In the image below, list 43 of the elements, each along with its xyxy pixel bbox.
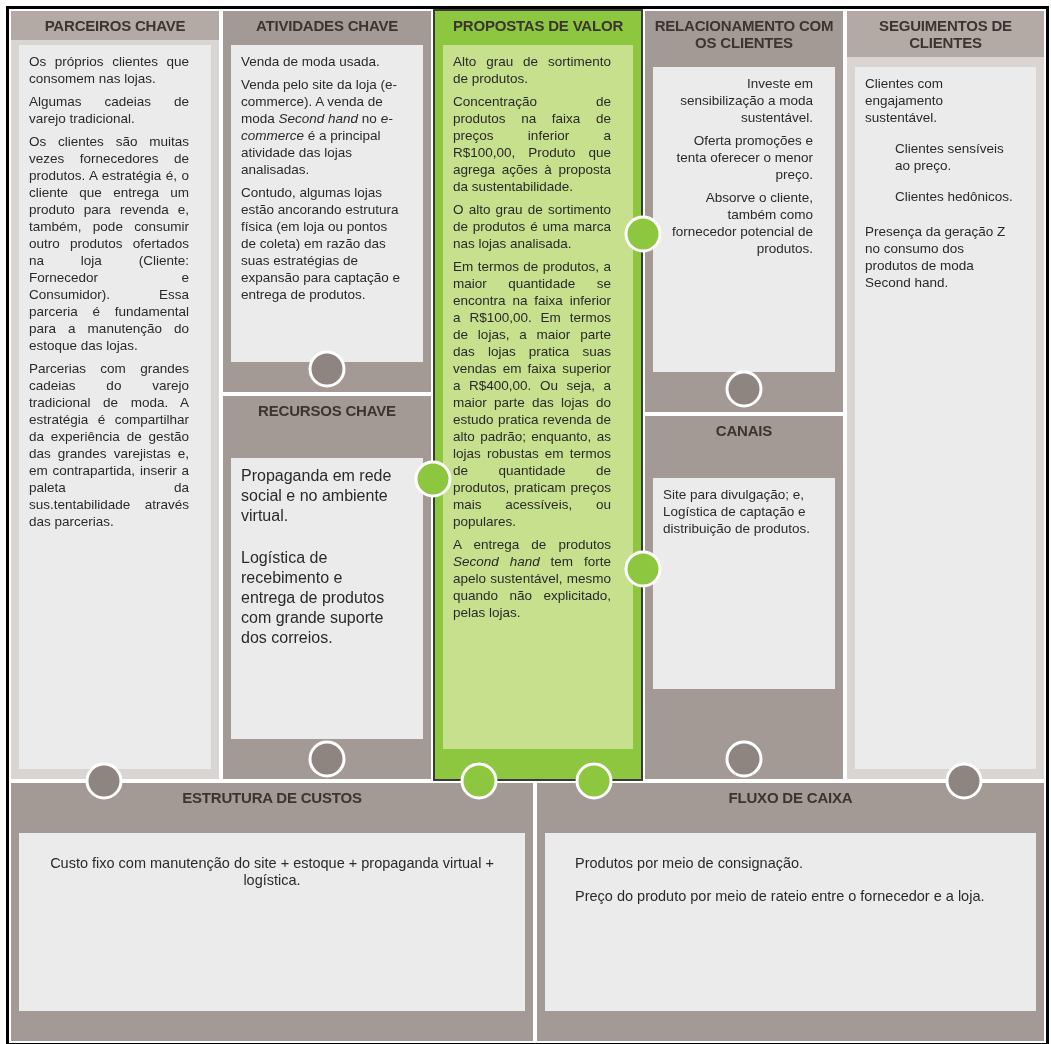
block-text: Preço do produto por meio de rateio entre o fornecedor e a loja. — [575, 888, 986, 905]
block-heading: ESTRUTURA DE CUSTOS — [181, 788, 363, 808]
block-text: Clientes com engajamento sustentável. — [865, 75, 945, 126]
canvas-block — [433, 9, 643, 781]
block-text: Presença da geração Z no consumo dos produtos de moda Second hand. — [865, 223, 1007, 291]
block-text: Produtos por meio de consignação. — [575, 855, 805, 872]
block-heading: RECURSOS CHAVE — [257, 401, 397, 421]
canvas-block — [643, 414, 845, 781]
block-text: Propaganda em rede social e no ambiente virtual. — [241, 466, 393, 526]
block-heading: ATIVIDADES CHAVE — [254, 16, 400, 36]
block-text: Logística de recebimento e entrega de produtos com grande suporte dos correios. — [241, 548, 386, 648]
block-text: Investe em sensibilização a moda sustentável. — [679, 75, 813, 126]
block-text: Os clientes são muitas vezes fornecedores de produtos. A estratégia é, o cliente que entrega um produto para revenda e, também, pode consumir outro produtos ofertados na loja (Cliente: Fornecedor e Consumidor). Essa parceria é fundamental para a manutenção do estoque das lojas. — [29, 133, 189, 354]
block-text: Absorve o cliente, também como fornecedor potencial de produtos. — [670, 189, 813, 257]
block-text: Contudo, algumas lojas estão ancorando estrutura física (em loja ou pontos de coleta) em razão das suas estratégias de expansão para captação e entrega de produtos. — [241, 184, 401, 303]
block-heading: PARCEIROS CHAVE — [11, 11, 219, 40]
canvas-block — [221, 394, 433, 781]
block-text: O alto grau de sortimento de produtos é uma marca nas lojas analisada. — [453, 201, 611, 252]
canvas-block — [643, 9, 845, 414]
canvas-block — [9, 781, 535, 1043]
block-text: Oferta promoções e tenta oferecer o menor preço. — [675, 132, 813, 183]
block-heading: SEGUIMENTOS DE CLIENTES — [847, 11, 1044, 57]
block-text: Alto grau de sortimento de produtos. — [453, 53, 611, 87]
block-text: Clientes hedônicos. — [894, 188, 1014, 205]
block-text: Clientes sensíveis ao preço. — [894, 140, 1005, 174]
canvas-block — [535, 781, 1046, 1043]
block-heading: PROPOSTAS DE VALOR — [452, 16, 624, 36]
block-text: Site para divulgação; e, Logística de captação e distribuição de produtos. — [663, 486, 812, 537]
canvas-block — [221, 9, 433, 394]
block-text: Venda pelo site da loja (e-commerce). A venda de moda Second hand no e-commerce é a principal atividade das lojas analisadas. — [241, 76, 399, 178]
block-text: Venda de moda usada. — [241, 53, 381, 70]
canvas-block — [9, 9, 221, 781]
block-text: Parcerias com grandes cadeias do varejo tradicional de moda. A estratégia é compartilhar da experiência de gestão das grandes varejistas e, em contrapartida, inserir a paleta da sus.tentabilidade através das parcerias. — [29, 360, 189, 530]
block-heading: FLUXO DE CAIXA — [727, 788, 854, 808]
block-text: Os próprios clientes que consomem nas lojas. — [29, 53, 189, 87]
block-text: Custo fixo com manutenção do site + estoque + propaganda virtual + logística. — [49, 855, 495, 889]
block-text: Em termos de produtos, a maior quantidade se encontra na faixa inferior a R$100,00. Em termos de lojas, a maior parte das lojas pratica suas vendas em faixa superior a R$400,00. Ou seja, a maior parte das lojas do estudo pratica revenda de alto padrão; enquanto, as lojas robustas em termos de quantidade de produtos, praticam preços mais acessíveis, ou populares. — [453, 258, 611, 530]
block-text: A entrega de produtos Second hand tem forte apelo sustentável, mesmo quando não explicitado, pelas lojas. — [453, 536, 611, 621]
block-text: Algumas cadeias de varejo tradicional. — [29, 93, 189, 127]
block-text: Concentração de produtos na faixa de preços inferior a R$100,00, Produto que agrega ações à proposta da sustentabilidade. — [453, 93, 611, 195]
canvas-block — [845, 9, 1046, 781]
block-heading: RELACIONAMENTO COM OS CLIENTES — [653, 16, 835, 53]
block-heading: CANAIS — [714, 421, 774, 441]
